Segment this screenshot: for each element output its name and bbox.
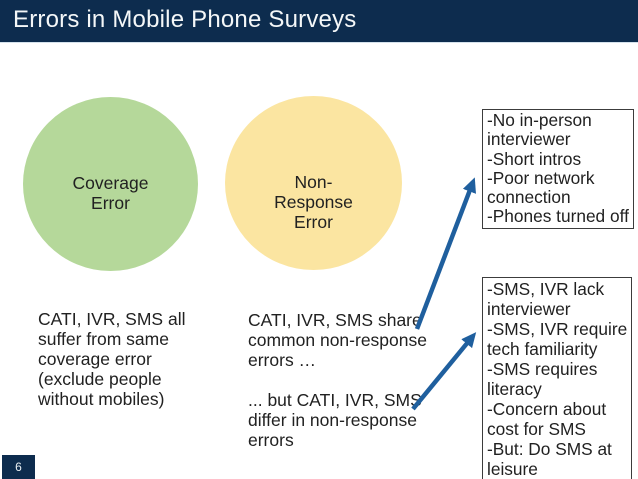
slide-header: Errors in Mobile Phone Surveys bbox=[0, 0, 638, 43]
coverage-error-label: Coverage Error bbox=[72, 173, 149, 213]
coverage-note: CATI, IVR, SMS all suffer from same cove… bbox=[38, 309, 186, 409]
page-number: 6 bbox=[15, 460, 22, 474]
page-number-badge: 6 bbox=[2, 455, 35, 479]
coverage-error-circle: Coverage Error bbox=[23, 97, 198, 271]
non-response-note: CATI, IVR, SMS share common non-response… bbox=[248, 310, 427, 450]
sms-issues-callout: -SMS, IVR lack interviewer -SMS, IVR req… bbox=[482, 277, 632, 479]
non-response-error-label: Non- Response Error bbox=[274, 172, 353, 232]
non-response-error-circle: Non- Response Error bbox=[225, 96, 402, 270]
phone-issues-callout: -No in-person interviewer -Short intros … bbox=[482, 109, 634, 229]
arrow-to-phone-issues bbox=[414, 177, 476, 330]
page-title: Errors in Mobile Phone Surveys bbox=[13, 5, 357, 33]
